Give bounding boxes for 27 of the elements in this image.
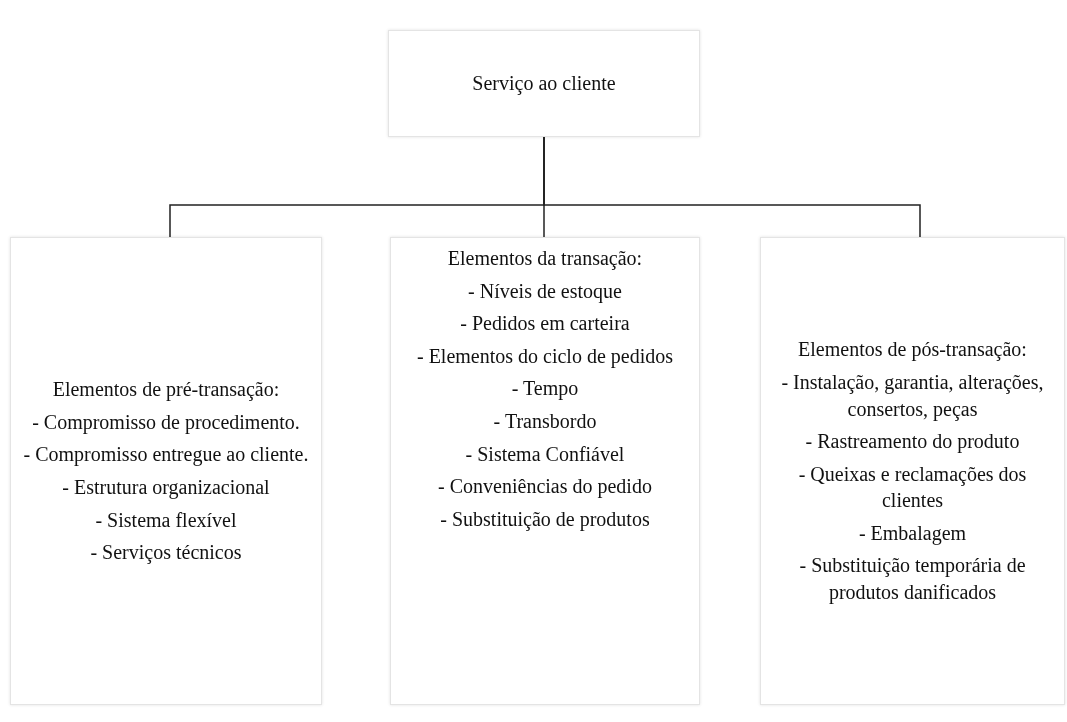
list-item: - Estrutura organizacional bbox=[62, 475, 270, 501]
root-box bbox=[388, 30, 700, 137]
list-item: - Elementos do ciclo de pedidos bbox=[416, 343, 673, 370]
list-item: - Sistema flexível bbox=[95, 507, 237, 533]
category-box bbox=[10, 237, 322, 705]
list-item: - Embalagem bbox=[858, 520, 967, 547]
list-item: - Instalação, garantia, alterações, consertos, peças bbox=[780, 369, 1045, 423]
category-box bbox=[390, 237, 700, 705]
list-item: - Rastreamento do produto bbox=[805, 429, 1020, 455]
list-item: - Tempo bbox=[511, 376, 579, 402]
list-item: - Compromisso de procedimento. bbox=[32, 409, 300, 436]
list-item: - Conveniências do pedido bbox=[438, 474, 652, 500]
list-item: - Substituição temporária de produtos danificados bbox=[798, 553, 1027, 606]
category-box bbox=[760, 237, 1065, 705]
list-item: - Níveis de estoque bbox=[468, 278, 622, 305]
list-item: - Transbordo bbox=[493, 408, 597, 434]
root-title: Serviço ao cliente bbox=[472, 71, 616, 97]
category-heading: Elementos de pós-transação: bbox=[798, 337, 1027, 363]
connector-line bbox=[543, 136, 921, 238]
list-item: - Pedidos em carteira bbox=[460, 311, 630, 337]
list-item: - Serviços técnicos bbox=[90, 540, 242, 566]
list-item: - Queixas e reclamações dos clientes bbox=[797, 461, 1028, 514]
list-item: - Substituição de produtos bbox=[440, 506, 650, 533]
category-heading: Elementos da transação: bbox=[447, 246, 643, 272]
list-item: - Sistema Confiável bbox=[465, 441, 625, 467]
category-heading: Elementos de pré-transação: bbox=[52, 377, 280, 403]
list-item: - Compromisso entregue ao cliente. bbox=[23, 442, 309, 468]
